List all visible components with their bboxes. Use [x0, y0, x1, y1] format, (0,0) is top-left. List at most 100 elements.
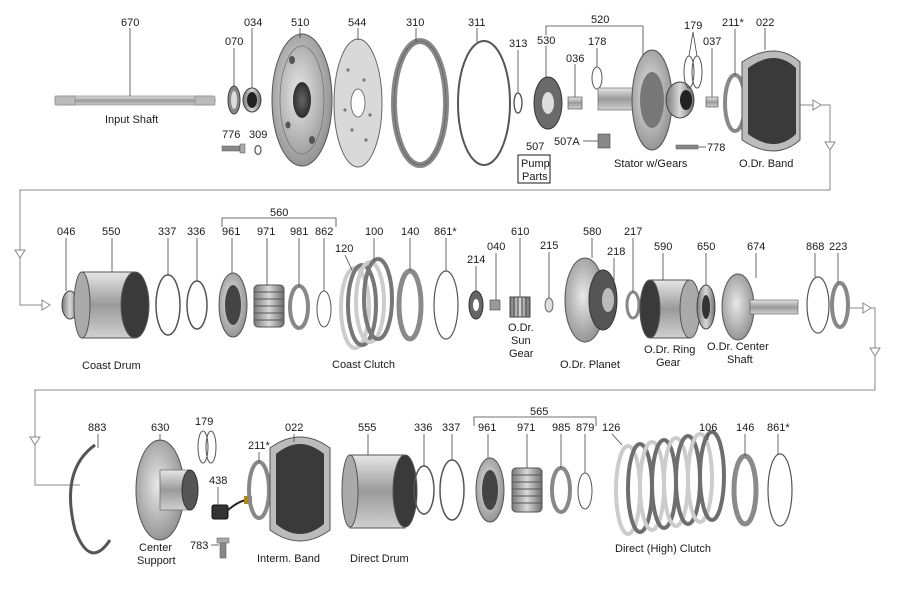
flow-arrow-icon: [869, 347, 881, 357]
pressure-plate-part: [396, 268, 424, 342]
caption-odr-sun-gear: Gear: [509, 348, 534, 360]
caption-center-support: Center: [139, 542, 172, 554]
thrust-washer-part: [625, 290, 641, 320]
bushing-part: [489, 299, 501, 311]
part-number: 778: [707, 142, 725, 154]
washer-part: [247, 460, 271, 520]
part-number: 034: [244, 17, 262, 29]
band-part: [269, 436, 331, 542]
part-number: 040: [487, 241, 505, 253]
gasket-part: [391, 28, 449, 168]
caption-odr-band: O.Dr. Band: [739, 158, 793, 170]
flow-arrow-icon: [14, 249, 26, 259]
seal-part: [227, 48, 241, 115]
part-number: 861*: [767, 422, 790, 434]
sun-gear-part: [509, 296, 531, 318]
caption-odr-ring-gear: O.Dr. Ring: [644, 344, 695, 356]
pump-body-part: [271, 28, 333, 167]
pressure-plate-part: [731, 453, 759, 527]
part-number: 507: [526, 141, 544, 153]
part-number: 218: [607, 246, 625, 258]
part-number: 070: [225, 36, 243, 48]
part-number: 438: [209, 475, 227, 487]
part-number: 313: [509, 38, 527, 50]
large-snap-ring-part: [69, 443, 112, 555]
thrust-bearing-part: [705, 96, 719, 108]
group-bracket-line: [545, 25, 644, 60]
part-number: 100: [365, 226, 383, 238]
part-number: 879: [576, 422, 594, 434]
thrust-washer-part: [544, 297, 554, 313]
part-number: 337: [442, 422, 460, 434]
small-seal-part: [513, 92, 523, 114]
sprag-part: [253, 284, 285, 328]
part-number: 336: [187, 226, 205, 238]
part-number: 337: [158, 226, 176, 238]
coast-drum-part: [73, 238, 150, 339]
caption-interm-band: Interm. Band: [257, 553, 320, 565]
part-number: 961: [222, 226, 240, 238]
ring-seal-part: [197, 430, 209, 464]
flow-arrow-icon: [862, 302, 872, 314]
part-number: 215: [540, 240, 558, 252]
caption-pump-parts: Pump: [521, 158, 550, 170]
caption-center-support: Support: [137, 555, 176, 567]
flow-arrow-icon: [41, 299, 51, 311]
caption-odr-planet: O.Dr. Planet: [560, 359, 620, 371]
planet-carrier-part: [564, 257, 618, 343]
thrust-washer-part: [830, 281, 850, 329]
caption-direct-clutch: Direct (High) Clutch: [615, 543, 711, 555]
part-number: 179: [195, 416, 213, 428]
part-number: 783: [190, 540, 208, 552]
caption-odr-center-shaft: O.Dr. Center: [707, 341, 769, 353]
flow-arrow-icon: [29, 436, 41, 446]
bearing-part: [567, 64, 583, 110]
o-ring-part: [254, 144, 262, 156]
caption-odr-center-shaft: Shaft: [727, 354, 753, 366]
seal-ring-part: [439, 459, 465, 521]
snap-ring-part: [316, 290, 332, 328]
part-number: 106: [699, 422, 717, 434]
row-3-parts: 883 630 Center Support 179 438 783: [69, 406, 793, 567]
part-number: 971: [517, 422, 535, 434]
caption-input-shaft: Input Shaft: [105, 114, 158, 126]
snap-ring-part: [433, 270, 459, 340]
part-number: 862: [315, 226, 333, 238]
part-number: 520: [591, 14, 609, 26]
bolt-part: [211, 537, 230, 559]
part-number: 868: [806, 241, 824, 253]
part-number: 336: [414, 422, 432, 434]
part-number: 046: [57, 226, 75, 238]
part-number: 565: [530, 406, 548, 418]
pin-part: [675, 144, 706, 150]
flow-lines: [14, 99, 881, 486]
caption-odr-sun-gear: O.Dr.: [508, 322, 534, 334]
part-number: 022: [756, 17, 774, 29]
part-number: 179: [684, 20, 702, 32]
bushing-part: [242, 28, 262, 113]
part-number: 776: [222, 129, 240, 141]
ring-gear-part: [639, 279, 701, 339]
row-2-parts: 046 550 Coast Drum 337 336 560 961: [57, 207, 850, 372]
seal-ring-part: [186, 280, 208, 330]
part-number: 610: [511, 226, 529, 238]
part-number: 985: [552, 422, 570, 434]
part-number: 037: [703, 36, 721, 48]
retainer-part: [550, 466, 572, 514]
part-number: 544: [348, 17, 366, 29]
part-number: 861*: [434, 226, 457, 238]
caption-coast-clutch: Coast Clutch: [332, 359, 395, 371]
snap-ring-part: [806, 276, 830, 334]
part-number: 036: [566, 53, 584, 65]
separator-plate-part: [333, 28, 383, 168]
stator-part: [597, 49, 695, 151]
part-number: 214: [467, 254, 485, 266]
part-number: 981: [290, 226, 308, 238]
part-number: 555: [358, 422, 376, 434]
part-number: 126: [602, 422, 620, 434]
part-number: 022: [285, 422, 303, 434]
center-support-part: [135, 439, 199, 541]
part-number: 590: [654, 241, 672, 253]
snap-ring-part: [591, 66, 603, 90]
